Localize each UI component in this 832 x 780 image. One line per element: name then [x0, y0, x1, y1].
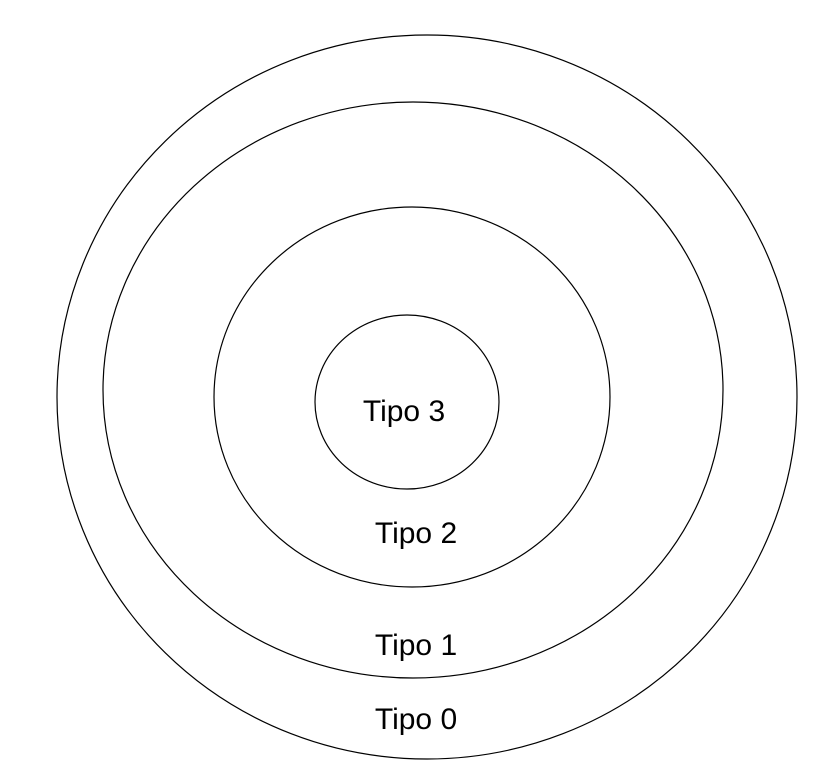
ring-tipo-3	[314, 314, 500, 490]
ring-tipo-0	[56, 34, 798, 760]
ring-tipo-2	[213, 206, 611, 588]
label-tipo-3: Tipo 3	[363, 395, 445, 428]
label-tipo-1: Tipo 1	[375, 629, 457, 662]
label-tipo-2: Tipo 2	[375, 517, 457, 550]
label-tipo-0: Tipo 0	[375, 703, 457, 736]
ring-tipo-1	[102, 101, 724, 679]
